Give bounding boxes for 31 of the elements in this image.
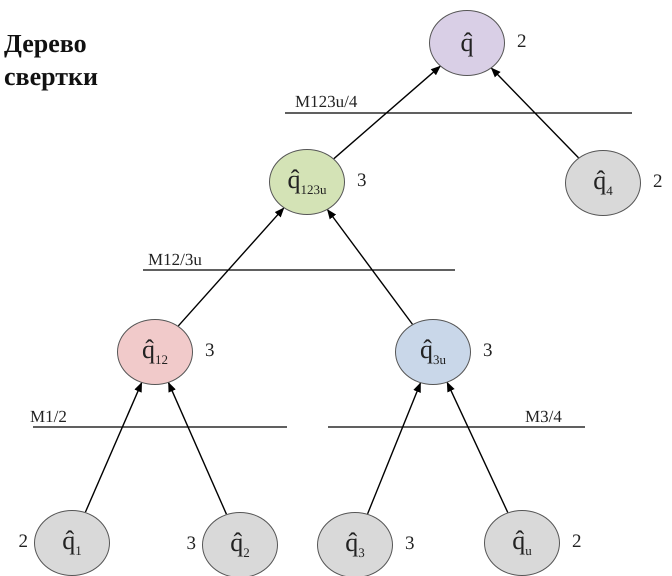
node-count: 2: [572, 531, 582, 553]
node-label: q̂: [460, 28, 474, 58]
node-count: 2: [18, 531, 28, 553]
arrow: [490, 68, 579, 158]
node-label: q̂$_{4}$: [593, 166, 613, 200]
node-count: 2: [517, 31, 526, 53]
node-label: q̂$_{12}$: [142, 335, 168, 369]
arrow: [168, 382, 228, 514]
node-label: q̂$_{3u}$: [420, 335, 446, 369]
node-label: q̂$_{3}$: [345, 528, 365, 562]
node-count: 3: [205, 340, 214, 362]
arrow: [333, 66, 441, 160]
node-count: 3: [483, 340, 492, 362]
arrow: [178, 207, 284, 326]
node-count: 3: [405, 533, 414, 555]
arrow: [366, 382, 422, 514]
arrow: [326, 208, 413, 325]
node-label: q̂$_{1}$: [62, 526, 82, 560]
node-count: 3: [357, 170, 366, 192]
level-label: M12/3u: [148, 250, 202, 270]
arrow: [84, 382, 142, 512]
arrow: [446, 382, 508, 513]
level-label: M1/2: [30, 407, 67, 427]
level-label: M3/4: [525, 407, 562, 427]
level-label: M123u/4: [295, 92, 358, 112]
node-count: 3: [186, 533, 196, 555]
node-label: q̂$_{123u}$: [288, 165, 326, 199]
node-label: q̂$_{u}$: [512, 526, 532, 560]
diagram-title: Дерево свертки: [4, 28, 99, 92]
node-label: q̂$_{2}$: [230, 528, 250, 562]
node-count: 2: [653, 171, 662, 193]
